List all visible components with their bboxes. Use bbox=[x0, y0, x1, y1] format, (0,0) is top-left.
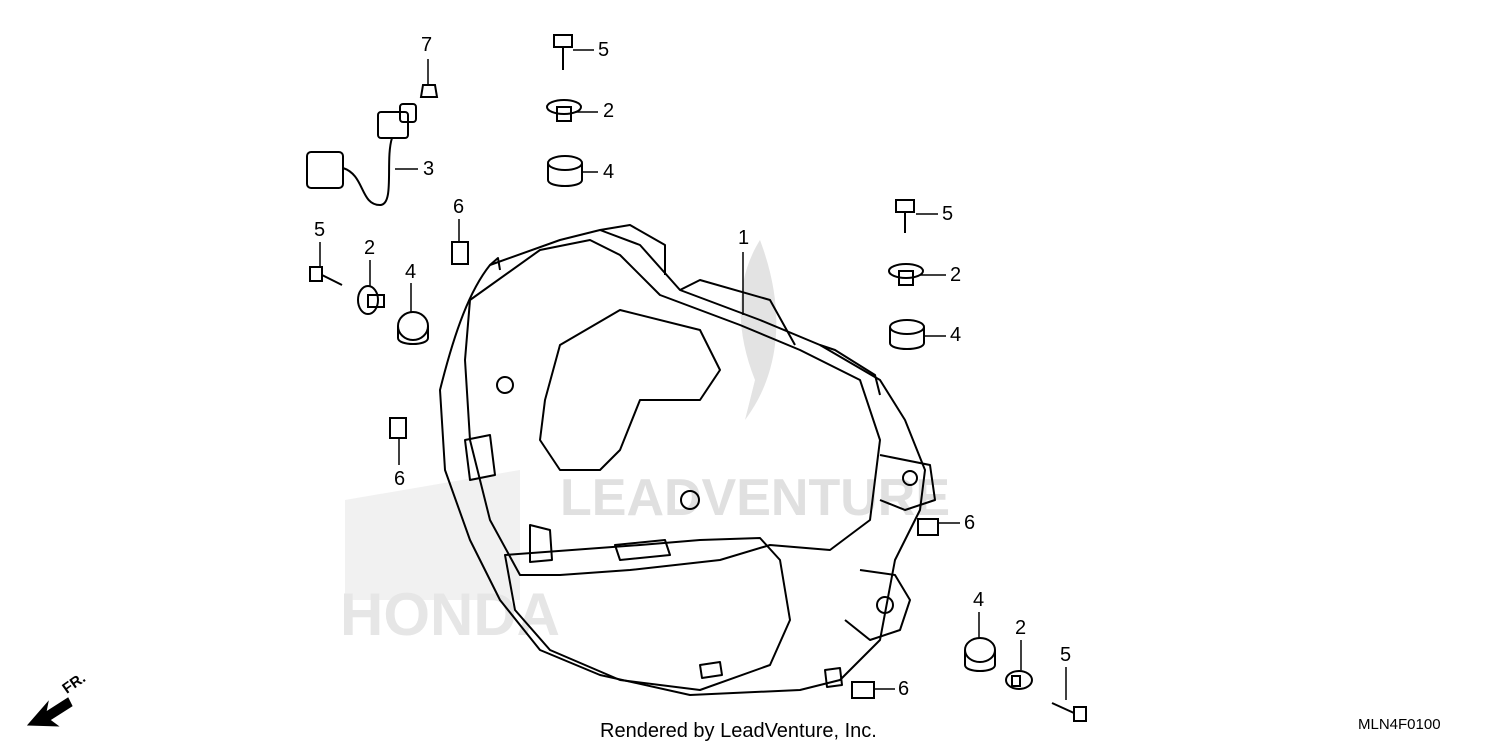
clip-right bbox=[917, 518, 939, 536]
render-credit: Rendered by LeadVenture, Inc. bbox=[600, 720, 877, 742]
bulb bbox=[419, 84, 439, 98]
callout-collar-bottom: 2 bbox=[1015, 617, 1027, 639]
collar-right bbox=[888, 263, 924, 286]
callout-clip-top: 6 bbox=[453, 196, 465, 218]
leader-lines bbox=[319, 49, 1067, 700]
collar-top bbox=[546, 99, 582, 122]
grommet-top bbox=[547, 155, 583, 187]
svg-text:LEADVENTURE: LEADVENTURE bbox=[560, 469, 950, 527]
diagram-code: MLN4F0100 bbox=[1358, 716, 1441, 733]
callout-headlight: 1 bbox=[738, 227, 750, 249]
callout-bolt-top: 5 bbox=[598, 39, 610, 61]
bolts bbox=[309, 34, 1087, 722]
headlight-assembly bbox=[439, 224, 936, 696]
front-direction-arrow bbox=[26, 697, 73, 727]
bolt-right bbox=[895, 199, 915, 233]
clip-top bbox=[451, 241, 469, 265]
callout-grommet-left: 4 bbox=[405, 261, 417, 283]
grommet-bottom bbox=[964, 637, 996, 672]
callout-collar-top: 2 bbox=[603, 100, 615, 122]
clip-left bbox=[389, 417, 407, 439]
collar-left bbox=[357, 285, 385, 315]
callout-collar-left: 2 bbox=[364, 237, 376, 259]
grommet-left bbox=[397, 311, 429, 345]
wire-harness bbox=[306, 103, 417, 207]
clips bbox=[389, 241, 939, 699]
callout-bolt-bottom: 5 bbox=[1060, 644, 1072, 666]
callout-wire-harness: 3 bbox=[423, 158, 435, 180]
clip-bottom bbox=[851, 681, 875, 699]
callout-grommet-right: 4 bbox=[950, 324, 962, 346]
collar-bottom bbox=[1005, 670, 1033, 690]
bolt-left bbox=[309, 266, 343, 286]
bolt-top bbox=[553, 34, 573, 70]
callout-bulb: 7 bbox=[421, 34, 433, 56]
callout-clip-right: 6 bbox=[964, 512, 976, 534]
watermark-logo: LEADVENTURE HONDA bbox=[340, 240, 950, 648]
callout-grommet-top: 4 bbox=[603, 161, 615, 183]
grommets bbox=[397, 155, 996, 672]
callout-grommet-bottom: 4 bbox=[973, 589, 985, 611]
grommet-right bbox=[889, 319, 925, 350]
callout-clip-bottom: 6 bbox=[898, 678, 910, 700]
bolt-bottom bbox=[1051, 702, 1087, 722]
collars bbox=[357, 99, 1033, 690]
callout-clip-left: 6 bbox=[394, 468, 406, 490]
callout-bolt-right: 5 bbox=[942, 203, 954, 225]
callout-bolt-left: 5 bbox=[314, 219, 326, 241]
svg-text:HONDA: HONDA bbox=[340, 581, 560, 648]
callout-collar-right: 2 bbox=[950, 264, 962, 286]
